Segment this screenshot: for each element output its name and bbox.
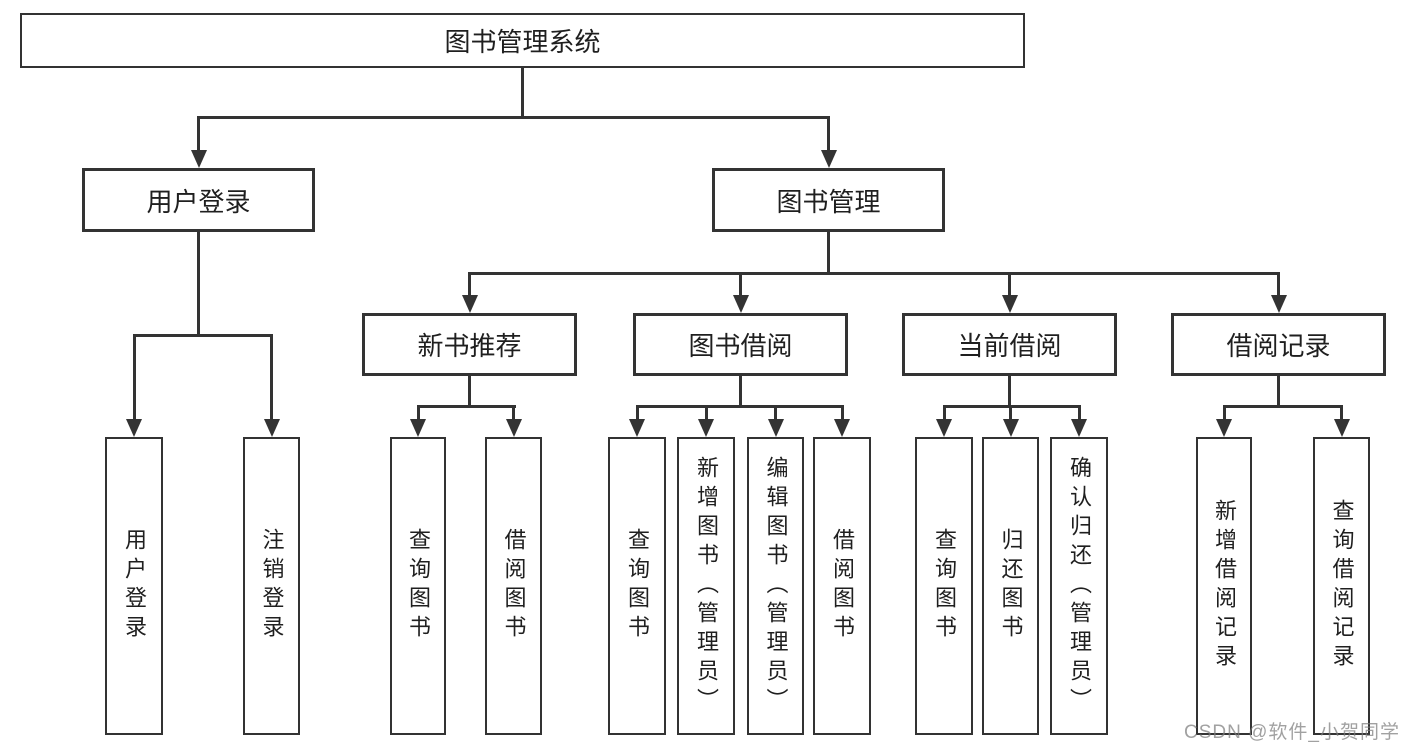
node-book-borrowing: 图书借阅: [633, 313, 848, 376]
connector-arrowhead: [1270, 295, 1287, 313]
connector-line: [512, 404, 515, 420]
connector-line: [635, 404, 639, 420]
connector-arrowhead: [410, 419, 426, 437]
leaf-edit-books-admin: 编辑图书（管理员）: [747, 437, 804, 735]
connector-line: [739, 374, 742, 407]
connector-arrowhead: [1002, 419, 1019, 437]
node-book-management: 图书管理: [712, 168, 945, 232]
csdn-watermark: CSDN @软件_小贺同学: [1184, 722, 1400, 743]
connector-line: [739, 271, 742, 296]
node-borrowing-records: 借阅记录: [1171, 313, 1386, 376]
connector-line: [840, 404, 844, 420]
connector-line: [520, 66, 524, 118]
leaf-confirm-return-admin: 确认归还（管理员）: [1050, 437, 1108, 735]
connector-arrowhead: [1001, 295, 1018, 313]
leaf-borrow-books-borrowing: 借阅图书: [813, 437, 871, 735]
leaf-logout: 注销登录: [243, 437, 300, 735]
leaf-query-books-recommend: 查询图书: [390, 437, 446, 735]
node-current-borrowing: 当前借阅: [902, 313, 1117, 376]
connector-line: [468, 374, 471, 407]
leaf-query-books-current: 查询图书: [915, 437, 973, 735]
connector-arrowhead: [820, 150, 837, 168]
leaf-user-login: 用户登录: [105, 437, 163, 735]
connector-line: [1222, 404, 1226, 420]
connector-arrowhead: [1071, 419, 1087, 437]
connector-line: [1008, 271, 1011, 296]
connector-arrowhead: [461, 295, 478, 313]
connector-line: [1277, 271, 1280, 296]
connector-line: [132, 333, 136, 420]
connector-line: [416, 404, 420, 420]
connector-line: [1222, 404, 1343, 408]
connector-arrowhead: [126, 419, 142, 437]
connector-line: [270, 333, 273, 420]
connector-line: [827, 230, 830, 274]
connector-arrowhead: [767, 419, 784, 437]
leaf-add-borrow-record: 新增借阅记录: [1196, 437, 1252, 735]
connector-line: [468, 271, 1280, 275]
connector-line: [416, 404, 516, 408]
connector-line: [132, 333, 273, 337]
connector-line: [942, 404, 946, 420]
connector-line: [635, 404, 844, 408]
node-user-login: 用户登录: [82, 168, 315, 232]
leaf-borrow-books-recommend: 借阅图书: [485, 437, 542, 735]
connector-arrowhead: [190, 150, 207, 168]
connector-line: [1077, 404, 1081, 420]
connector-line: [1009, 404, 1012, 420]
node-library-management-system: 图书管理系统: [20, 13, 1025, 68]
connector-line: [197, 230, 200, 337]
leaf-add-books-admin: 新增图书（管理员）: [677, 437, 735, 735]
connector-arrowhead: [629, 419, 645, 437]
connector-arrowhead: [834, 419, 850, 437]
connector-line: [827, 115, 830, 152]
connector-arrowhead: [698, 419, 714, 437]
connector-line: [1340, 404, 1343, 420]
node-new-book-recommendation: 新书推荐: [362, 313, 577, 376]
leaf-return-books: 归还图书: [982, 437, 1039, 735]
connector-arrowhead: [505, 419, 522, 437]
connector-arrowhead: [263, 419, 280, 437]
connector-arrowhead: [1333, 419, 1350, 437]
leaf-query-borrow-record: 查询借阅记录: [1313, 437, 1370, 735]
connector-line: [774, 404, 777, 420]
connector-arrowhead: [936, 419, 952, 437]
connector-line: [197, 115, 200, 152]
connector-arrowhead: [732, 295, 749, 313]
connector-line: [704, 404, 708, 420]
leaf-query-books-borrowing: 查询图书: [608, 437, 666, 735]
connector-line: [1008, 374, 1011, 407]
connector-line: [468, 271, 471, 296]
connector-line: [1277, 374, 1280, 407]
connector-arrowhead: [1216, 419, 1232, 437]
connector-line: [197, 115, 830, 119]
